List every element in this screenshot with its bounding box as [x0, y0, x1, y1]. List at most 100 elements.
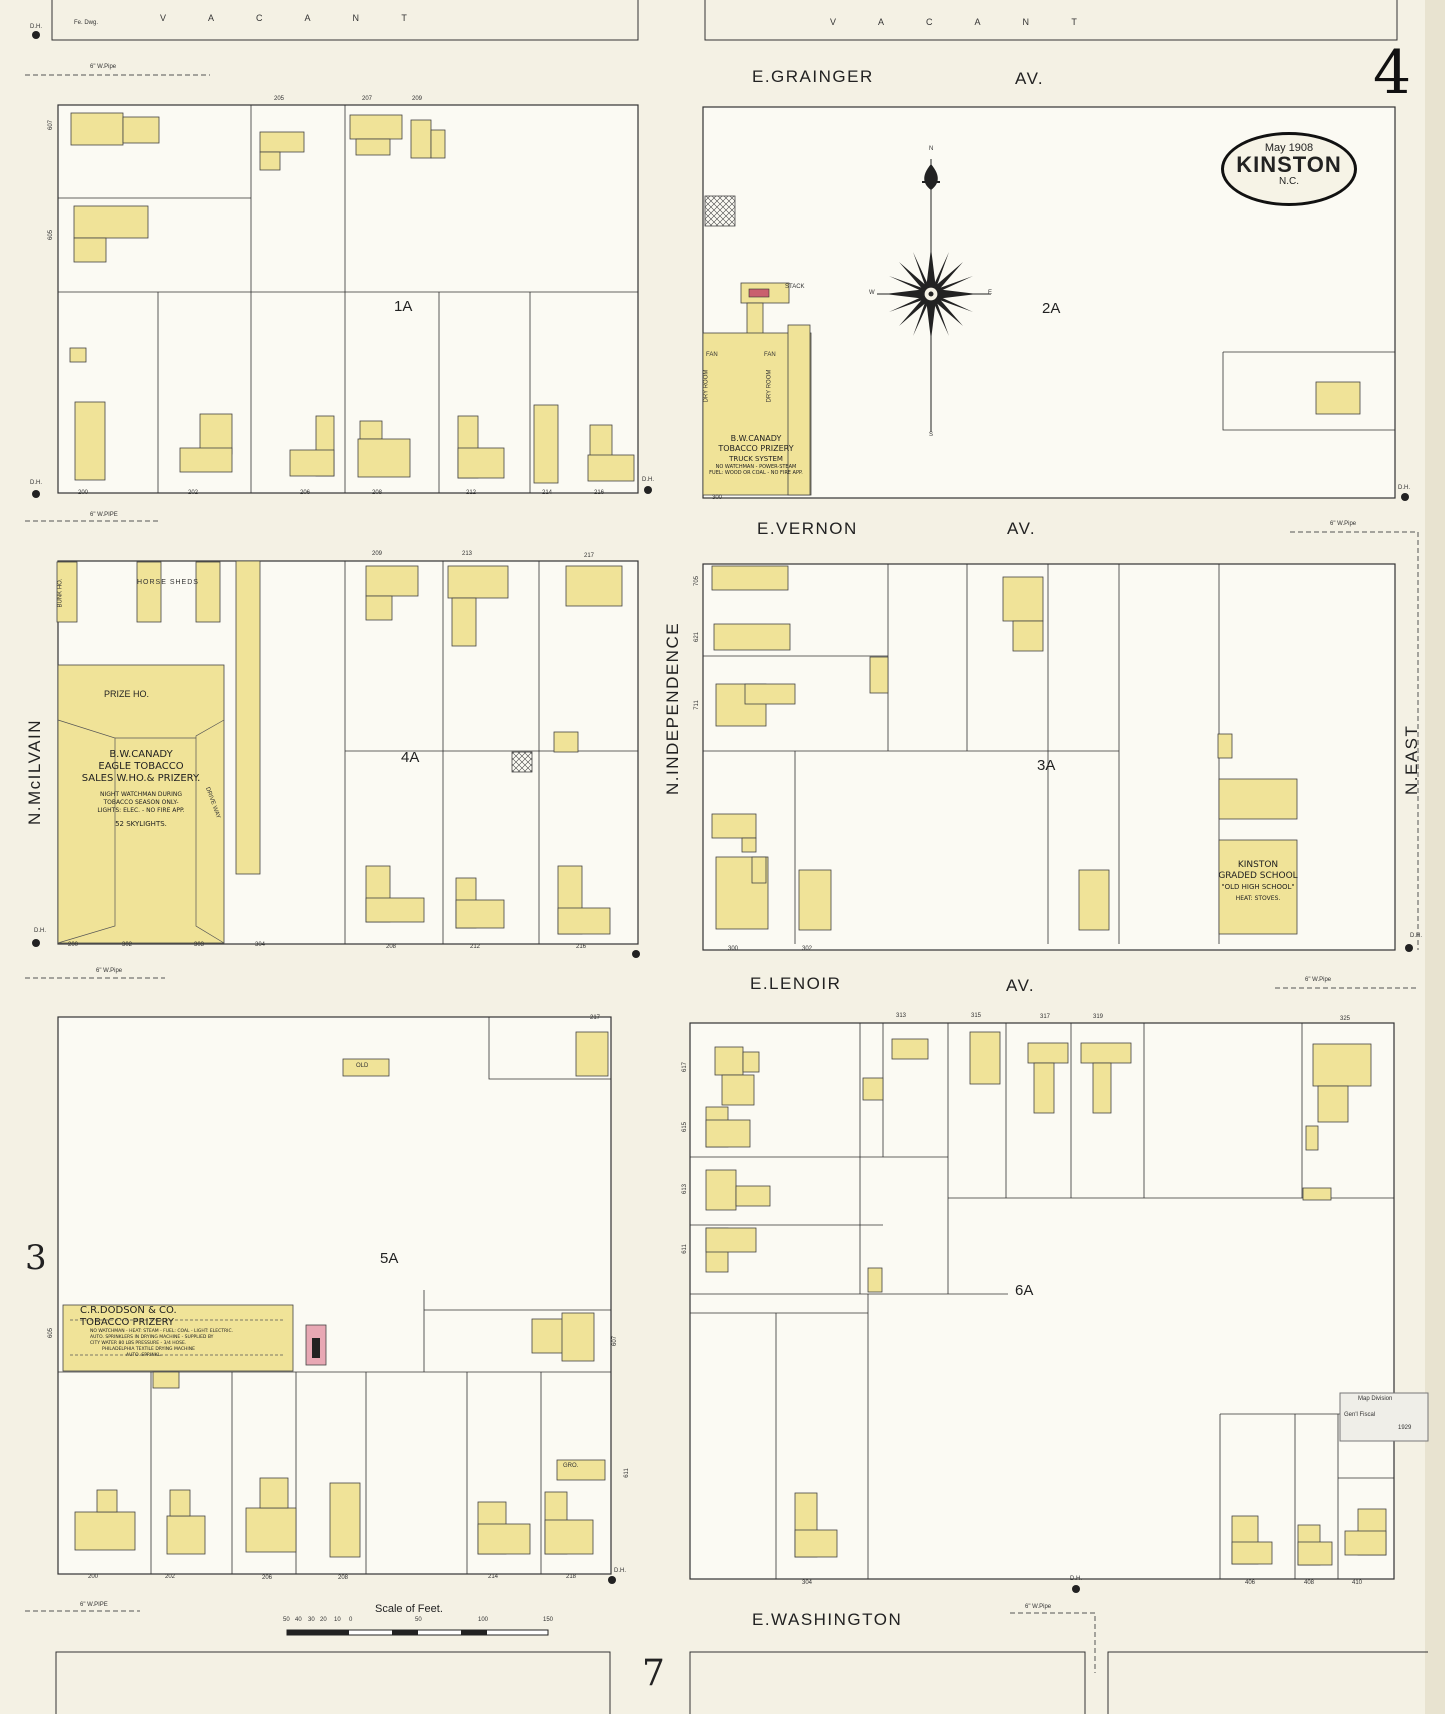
stamp-line3: 1929	[1398, 1425, 1412, 1431]
building	[1315, 381, 1361, 415]
stamp-line2: Gen'l Fiscal	[1344, 1412, 1376, 1418]
building	[166, 1515, 206, 1555]
block-label-6a: 6A	[1015, 1282, 1034, 1299]
dodson-tobacco-prizery	[62, 1304, 294, 1372]
address-213: 213	[462, 551, 473, 557]
dodson-name: C.R.DODSON & CO.	[80, 1305, 177, 1316]
dh-label: D.H.	[1410, 933, 1422, 939]
building	[122, 116, 160, 144]
address-302: 302	[122, 942, 133, 948]
buildings	[56, 112, 1387, 1566]
address-605: 605	[48, 1327, 55, 1339]
canady-prizery-note2: FUEL: WOOD OR COAL - NO FIRE APP.	[709, 470, 803, 476]
bunk-house	[56, 561, 78, 623]
compass-s: S	[929, 432, 934, 438]
dodson-note1: NO WATCHMAN - HEAT: STEAM - FUEL: COAL -…	[90, 1329, 234, 1334]
address-212: 212	[470, 944, 481, 950]
building	[862, 1077, 884, 1101]
adjoining-page-bottom: 7	[642, 1653, 665, 1694]
scale-bar	[286, 1629, 549, 1636]
grocery-label: GRO.	[563, 1463, 579, 1469]
building	[556, 1459, 606, 1481]
address-217: 217	[584, 553, 595, 559]
address-206: 206	[300, 490, 311, 496]
fe-dwg-label: Fe. Dwg.	[74, 20, 99, 26]
street-east: N.EAST	[1402, 724, 1421, 795]
street-vernon: E.VERNON	[757, 519, 858, 538]
pipe-label: 6" W.Pipe	[1025, 1604, 1052, 1610]
building	[1302, 1187, 1332, 1201]
street-lenoir-av: AV.	[1006, 976, 1036, 995]
canady-eagle-name: B.W.CANADY	[109, 749, 173, 760]
building	[245, 1507, 297, 1553]
block-6a	[689, 1022, 1395, 1580]
address-216: 216	[594, 490, 605, 496]
building	[447, 565, 509, 599]
pipe-label: 6" W.PIPE	[90, 512, 118, 518]
building	[359, 420, 383, 440]
fan-label-2: FAN	[764, 352, 776, 358]
address-317: 317	[1040, 1014, 1051, 1020]
building	[1217, 733, 1233, 759]
block-5a	[57, 1016, 612, 1575]
school-label: KINSTON GRADED SCHOOL "OLD HIGH SCHOOL" …	[1210, 860, 1306, 904]
canady-eagle-note1: NIGHT WATCHMAN DURING	[99, 791, 182, 798]
street-vernon-av: AV.	[1007, 519, 1037, 538]
dh-label: D.H.	[1398, 485, 1410, 491]
address-613: 613	[682, 1183, 689, 1195]
canady-prizery-name: B.W.CANADY	[730, 434, 782, 443]
long-shed	[235, 560, 261, 875]
building	[1002, 576, 1044, 622]
building	[714, 1046, 744, 1076]
vacant-lots-top	[51, 0, 1398, 41]
canady-eagle-sub: EAGLE TOBACCO	[98, 761, 184, 772]
adjoining-page-left: 3	[25, 1238, 47, 1278]
address-209: 209	[372, 551, 383, 557]
scale-tick: 40	[295, 1617, 302, 1623]
building	[259, 131, 305, 153]
address-303: 303	[194, 942, 205, 948]
school-heat: HEAT: STOVES.	[1235, 895, 1281, 902]
address-621: 621	[694, 631, 701, 643]
dodson-note4: PHILADELPHIA TEXTILE DRYING MACHINE	[102, 1347, 195, 1352]
dh-label: D.H.	[30, 480, 42, 486]
address-607: 607	[48, 119, 55, 131]
prize-house-label: PRIZE HO.	[104, 689, 150, 699]
dry-room-label-2: DRY ROOM	[766, 369, 773, 403]
address-615: 615	[682, 1121, 689, 1133]
dh-label: D.H.	[30, 24, 42, 30]
block-outlines	[57, 104, 1396, 1580]
address-209: 209	[412, 96, 423, 102]
address-617: 617	[682, 1061, 689, 1073]
stack-boiler	[748, 288, 770, 298]
building	[73, 205, 149, 239]
school-alias: "OLD HIGH SCHOOL"	[1221, 883, 1295, 891]
horse-sheds-label: HORSE SHEDS	[137, 579, 199, 586]
address-408: 408	[1304, 1580, 1315, 1586]
address-300: 300	[712, 495, 723, 501]
address-705: 705	[694, 575, 701, 587]
street-independence: N.INDEPENDENCE	[663, 621, 682, 795]
address-200: 200	[78, 490, 89, 496]
building	[867, 1267, 883, 1293]
building	[1305, 1125, 1319, 1151]
scale-tick: 150	[543, 1617, 554, 1623]
building	[74, 1511, 136, 1551]
school-type: GRADED SCHOOL	[1218, 871, 1298, 881]
canady-eagle-note3: LIGHTS: ELEC. - NO FIRE APP.	[97, 807, 185, 814]
street-grainger: E.GRAINGER	[752, 67, 874, 86]
hydrants	[32, 31, 1413, 1593]
street-mcilvain: N.McILVAIN	[25, 719, 44, 825]
building	[969, 1031, 1001, 1085]
canady-eagle-note2: TOBACCO SEASON ONLY-	[103, 799, 179, 806]
pipe-label: 6" W.Pipe	[1330, 521, 1357, 527]
building	[565, 565, 623, 607]
address-325: 325	[1340, 1016, 1351, 1022]
address-611: 611	[623, 1468, 630, 1478]
building	[891, 1038, 929, 1060]
address-611: 611	[681, 1244, 688, 1254]
street-grainger-av: AV.	[1015, 69, 1045, 88]
pipe-label: 6" W.Pipe	[90, 64, 117, 70]
building	[1312, 1043, 1372, 1087]
fan-label: FAN	[706, 352, 718, 358]
